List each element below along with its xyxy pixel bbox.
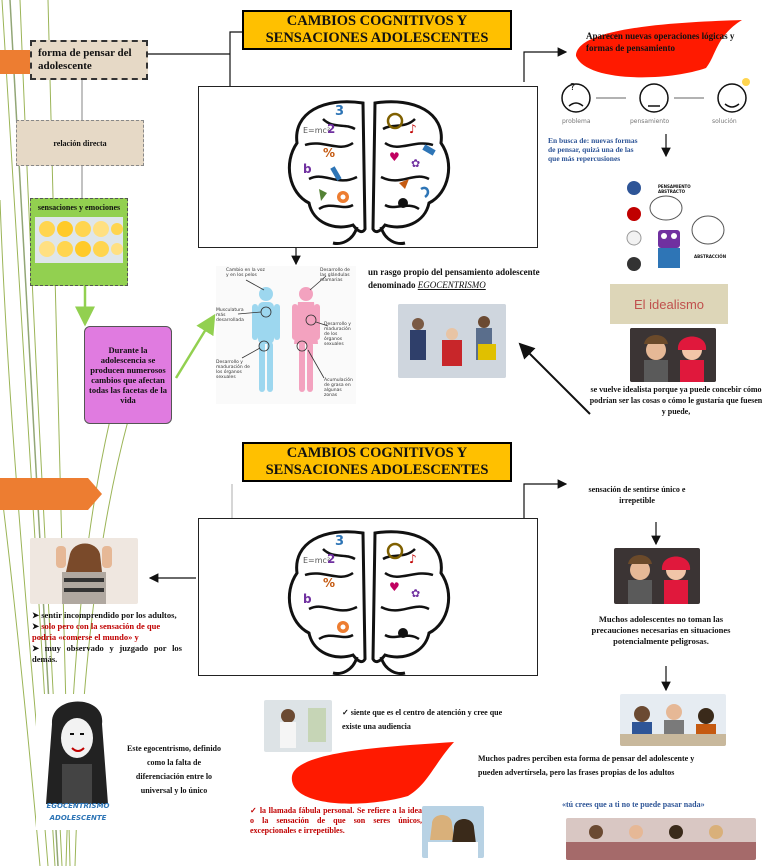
padres-text: Muchos padres perciben esta forma de pen…	[478, 754, 695, 777]
brain-symbol-3: 3	[335, 104, 344, 119]
thinking-faces-icons: ?	[561, 78, 750, 113]
bottom-title: CAMBIOS COGNITIVOS Y SENSACIONES ADOLESC…	[242, 442, 512, 482]
brain-symbol-heart: ♥	[389, 150, 400, 164]
idealist-girls-photo-b	[614, 548, 700, 604]
faces-label-solucion: solución	[712, 118, 737, 125]
brain-symbol-emc2-b: E=mc²	[303, 556, 330, 565]
check-icon: ✓	[342, 708, 349, 717]
family-scene-photo	[398, 304, 506, 378]
faces-label-pensamiento: pensamiento	[630, 118, 670, 125]
brain-symbol-2: 2	[327, 122, 335, 136]
bullet-1: ➤ sentir incomprendido por los adultos,	[32, 610, 177, 620]
orange-tab-bottom	[0, 478, 102, 510]
guitar-icon	[386, 112, 404, 130]
idealista-text: se vuelve idealista porque ya puede conc…	[589, 385, 763, 416]
abstract-thought-image: PENSAMIENTO ABSTRACTO ABSTRACCIÓN	[622, 172, 732, 280]
classroom-photo	[620, 694, 726, 746]
feelings-bullets: ➤ sentir incomprendido por los adultos, …	[32, 610, 182, 665]
top-title: CAMBIOS COGNITIVOS Y SENSACIONES ADOLESC…	[242, 10, 512, 50]
tu-crees-text: «tú crees que a ti no te puede pasar nad…	[562, 800, 705, 809]
gear-icon-b	[337, 621, 349, 633]
emoji-faces-image	[35, 217, 123, 263]
stressed-girl-photo	[30, 538, 138, 604]
brain-symbol-flower-b: ✿	[411, 587, 420, 600]
centro-text: ✓ siente que es el centro de atención y …	[342, 706, 514, 734]
egocentrismo-girl-sketch: EGOCENTRISMO ADOLESCENTE	[36, 694, 118, 830]
brain-illustration-bottom: 3 2 E=mc² % b ♥ ♪ ✿	[287, 530, 451, 675]
brain-symbol-flower: ✿	[411, 157, 420, 170]
brain-symbol-3-b: 3	[335, 534, 344, 549]
ego-definition-text: Este egocentrismo, definido como la falt…	[127, 744, 221, 795]
ego-badge-line2: ADOLESCENTE	[49, 814, 107, 822]
brain-frame-top: 3 2 E=mc² % b ♥ ♪ ✿	[198, 86, 538, 248]
gear-icon	[337, 191, 349, 203]
brain-symbol-heart-b: ♥	[389, 580, 400, 594]
speech-bubble-red	[576, 20, 742, 78]
body-label-l2: Musculatura más desarrollada	[216, 308, 244, 323]
egocentrismo-link[interactable]: EGOCENTRISMO	[417, 280, 486, 290]
rasgo-text-main: un rasgo propio del pensamiento adolesce…	[368, 267, 540, 290]
fabula-text: ✓ la llamada fábula personal. Se refiere…	[250, 806, 422, 836]
check-icon: ✓	[250, 806, 258, 815]
idealist-girls-photo	[630, 328, 716, 382]
fabula-text-main: la llamada fábula personal. Se refiere a…	[250, 806, 423, 835]
brain-symbol-percent: %	[323, 146, 335, 160]
body-label-r1: Desarrollo de las glándulas mamarias	[320, 268, 350, 283]
rasgo-text: un rasgo propio del pensamiento adolesce…	[368, 266, 576, 292]
brain-symbol-note: ♪	[409, 122, 417, 136]
ego-badge-line1: EGOCENTRISMO	[46, 802, 110, 810]
durante-box: Durante la adolescencia se producen nume…	[84, 326, 172, 424]
speech-red-text: Aparecen nuevas operaciones lógicas y fo…	[586, 31, 735, 53]
bullet-2: ➤ solo pero con la sensación de que	[32, 621, 161, 631]
brain-symbol-note-b: ♪	[409, 552, 417, 566]
body-silhouettes	[237, 275, 329, 392]
brain-frame-bottom: 3 2 E=mc² % b ♥ ♪ ✿	[198, 518, 538, 676]
abstract-label-2: ABSTRACCIÓN	[694, 254, 727, 259]
faces-label-problema: problema	[562, 118, 591, 125]
body-label-l3: Desarrollo y maduración de los órganos s…	[216, 360, 250, 380]
sensaciones-box: sensaciones y emociones	[30, 198, 128, 286]
body-label-r2: Desarrollo y maduración de los órganos s…	[324, 322, 351, 347]
brain-symbol-2-b: 2	[327, 552, 335, 566]
orange-tab-top	[0, 50, 30, 74]
brain-symbol-b-b: b	[303, 592, 312, 606]
relacion-box: relación directa	[16, 120, 144, 166]
body-label-r3: Acumulación de grasa en algunas zonas	[324, 378, 353, 398]
forma-pensar-box: forma de pensar del adolescente	[30, 40, 148, 80]
body-changes-diagram: Cambio en la voz y en los pelos Musculat…	[216, 266, 356, 404]
audience-photo	[264, 700, 332, 752]
brain-symbol-b: b	[303, 162, 312, 176]
bullet-3: ➤ muy observado y juzgado por los demás.	[32, 643, 182, 664]
idealismo-box: El idealismo	[610, 284, 728, 324]
abstract-label-1: PENSAMIENTO ABSTRACTO	[658, 184, 691, 194]
brain-symbol-emc2: E=mc²	[303, 126, 330, 135]
centro-text-main: siente que es el centro de atención y cr…	[342, 708, 503, 731]
guitar-icon-b	[386, 542, 404, 560]
red-blob-shape	[291, 742, 454, 804]
body-label-l1: Cambio en la voz y en los pelos	[226, 268, 265, 278]
group-photo	[566, 818, 756, 860]
bullet-arrow-icon: ➤	[32, 610, 42, 620]
svg-text:?: ?	[570, 82, 575, 93]
en-busca-text: En busca de: nuevas formas de pensar, qu…	[548, 136, 638, 163]
unico-text: sensación de sentirse único e irrepetibl…	[588, 485, 686, 505]
bullet-arrow-icon: ➤	[32, 621, 42, 631]
sensaciones-label: sensaciones y emociones	[37, 203, 121, 212]
bullet-2-cont: podría «comerse el mundo» y	[32, 632, 139, 642]
brain-illustration-top: 3 2 E=mc² % b ♥ ♪ ✿	[287, 100, 451, 245]
precauciones-text: Muchos adolescentes no toman las precauc…	[591, 614, 731, 646]
selfie-girls-photo	[422, 806, 484, 858]
brain-symbol-percent-b: %	[323, 576, 335, 590]
bullet-arrow-icon: ➤	[32, 643, 45, 653]
